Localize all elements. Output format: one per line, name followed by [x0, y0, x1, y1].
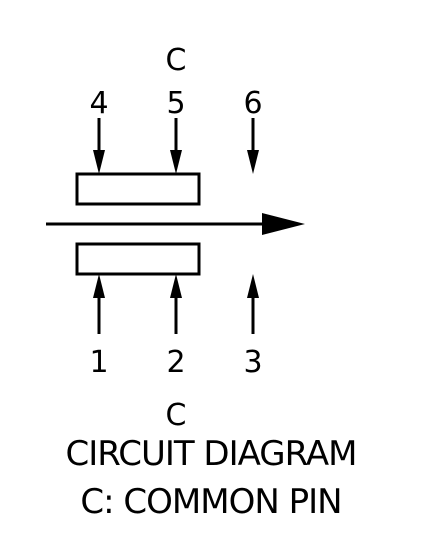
top-contact-bar [75, 172, 201, 206]
common-pin-note: C: COMMON PIN [80, 482, 342, 522]
bottom-contact-bar [75, 242, 201, 276]
diagram-title: CIRCUIT DIAGRAM [65, 434, 358, 474]
pin-arrow-3 [247, 274, 259, 334]
pin-arrow-2 [170, 274, 182, 334]
circuit-diagram: C 4 5 6 1 2 3 C [46, 43, 305, 430]
pin-arrow-4 [93, 118, 105, 174]
pin-label-6: 6 [243, 86, 262, 121]
bottom-common-label: C [166, 398, 187, 430]
pin-label-4: 4 [89, 86, 108, 121]
top-common-label: C [166, 43, 187, 78]
pin-label-5: 5 [166, 86, 185, 121]
pin-arrow-1 [93, 274, 105, 334]
main-arrow [46, 213, 305, 235]
pin-label-1: 1 [89, 345, 108, 380]
pin-arrow-5 [170, 118, 182, 174]
pin-label-2: 2 [166, 345, 185, 380]
pin-arrow-6 [247, 118, 259, 174]
pin-label-3: 3 [243, 345, 262, 380]
